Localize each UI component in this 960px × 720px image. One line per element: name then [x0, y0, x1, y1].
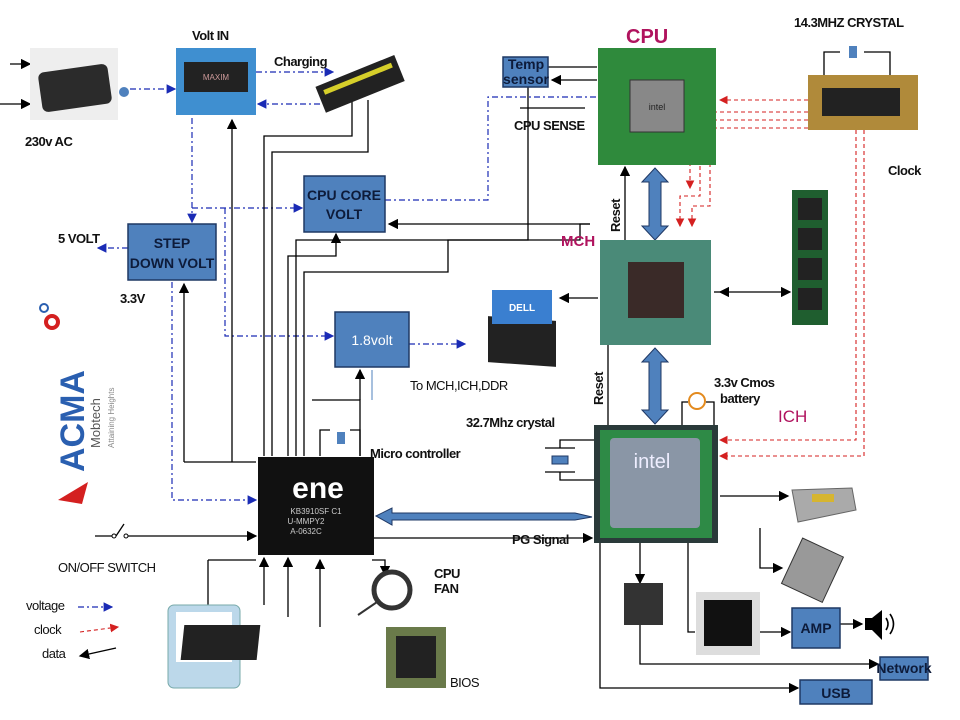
- ich-chip-image: intel: [594, 425, 718, 543]
- dvd-drive-image: [791, 487, 857, 523]
- usb-label: USB: [821, 685, 851, 701]
- ene-code2: U-MMPY2: [288, 517, 325, 526]
- volt-in-chip-image: MAXIM: [176, 48, 256, 115]
- cpu-sense-label: CPU SENSE: [514, 118, 585, 133]
- clock-chip-image: [808, 75, 918, 130]
- acma-logo: ACMA Mobtech Attaining Heights: [39, 303, 116, 504]
- cmos-label-2: battery: [720, 391, 761, 406]
- bios-chip-image: [386, 627, 446, 688]
- ene-chip-image: ene KB3910SF C1 U-MMPY2 A-0632C: [258, 457, 374, 555]
- cpu-fan-label: CPU: [434, 566, 460, 581]
- bios-label: BIOS: [450, 675, 480, 690]
- temp-sensor-label-2: sensor: [503, 71, 549, 87]
- crystal-32-label: 32.7Mhz crystal: [466, 415, 555, 430]
- legend: voltage clock data: [26, 598, 120, 661]
- reset-label-ich: Reset: [591, 371, 606, 405]
- keyboard-image: [180, 625, 261, 660]
- legend-voltage-label: voltage: [26, 598, 65, 613]
- intel-mark-cpu: intel: [649, 102, 666, 112]
- reset-label-mch: Reset: [608, 198, 623, 232]
- speaker-icon: [865, 610, 895, 640]
- v18-label: 1.8volt: [351, 332, 392, 348]
- to-mch-label: To MCH,ICH,DDR: [410, 378, 508, 393]
- network-box: Network: [876, 656, 932, 681]
- temp-sensor-box: Temp sensor: [502, 56, 550, 88]
- battery-image: [315, 54, 405, 113]
- legend-clock-label: clock: [34, 622, 62, 637]
- temp-sensor-label: Temp: [508, 56, 544, 72]
- ene-mark: ene: [292, 472, 344, 505]
- mch-label: MCH: [561, 233, 595, 250]
- mch-chip-image: [600, 240, 711, 345]
- dell-mark: DELL: [509, 303, 535, 314]
- v33-label: 3.3V: [120, 291, 146, 306]
- clock-label: Clock: [888, 163, 922, 178]
- micro-controller-label: Micro controller: [370, 446, 461, 461]
- hard-disk-image: [780, 537, 845, 604]
- onoff-label: ON/OFF SWITCH: [58, 560, 156, 575]
- logo-name: ACMA: [54, 370, 92, 472]
- legend-data-label: data: [42, 646, 67, 661]
- network-chip-image: [624, 583, 663, 625]
- bus-arrows: [374, 167, 670, 526]
- cpu-label: CPU: [626, 26, 668, 48]
- maxim-mark: MAXIM: [203, 73, 230, 82]
- cpu-fan-label-2: FAN: [434, 581, 459, 596]
- cpu-core-volt-box: CPU CORE VOLT: [303, 175, 386, 233]
- ich-label: ICH: [778, 407, 807, 426]
- cpu-core-volt-label-2: VOLT: [326, 206, 363, 222]
- legend-data-line: [78, 647, 117, 660]
- logo-sub: Mobtech: [88, 398, 103, 448]
- ram-image: [792, 190, 828, 325]
- charging-label: Charging: [274, 54, 328, 69]
- v18-box: 1.8volt: [334, 311, 410, 368]
- fan-image: [357, 569, 413, 616]
- amp-label: AMP: [800, 620, 831, 636]
- intel-mark-ich: intel: [634, 451, 671, 473]
- usb-box: USB: [799, 679, 873, 705]
- network-label: Network: [876, 660, 931, 676]
- legend-clock-line: [79, 623, 120, 633]
- step-down-label-2: DOWN VOLT: [130, 255, 215, 271]
- amp-box: AMP: [791, 607, 841, 649]
- volt-in-label: Volt IN: [192, 28, 229, 43]
- monitor-image: DELL: [488, 290, 556, 367]
- connectors: [0, 46, 891, 694]
- ene-code3: A-0632C: [290, 527, 322, 536]
- cpu-chip-image: intel: [598, 48, 716, 165]
- cmos-label: 3.3v Cmos: [714, 375, 775, 390]
- crystal-14-label: 14.3MHZ CRYSTAL: [794, 15, 904, 30]
- step-down-volt-box: STEP DOWN VOLT: [127, 223, 217, 281]
- cpu-core-volt-label: CPU CORE: [307, 187, 381, 203]
- pg-signal-label: PG Signal: [512, 532, 569, 547]
- ac-adapter-image: [30, 48, 118, 120]
- ac-label: 230v AC: [25, 134, 73, 149]
- five-volt-label: 5 VOLT: [58, 231, 100, 246]
- step-down-label: STEP: [154, 235, 191, 251]
- ene-code: KB3910SF C1: [290, 507, 342, 516]
- logo-tagline: Attaining Heights: [107, 388, 116, 448]
- audio-codec-image: [696, 592, 760, 655]
